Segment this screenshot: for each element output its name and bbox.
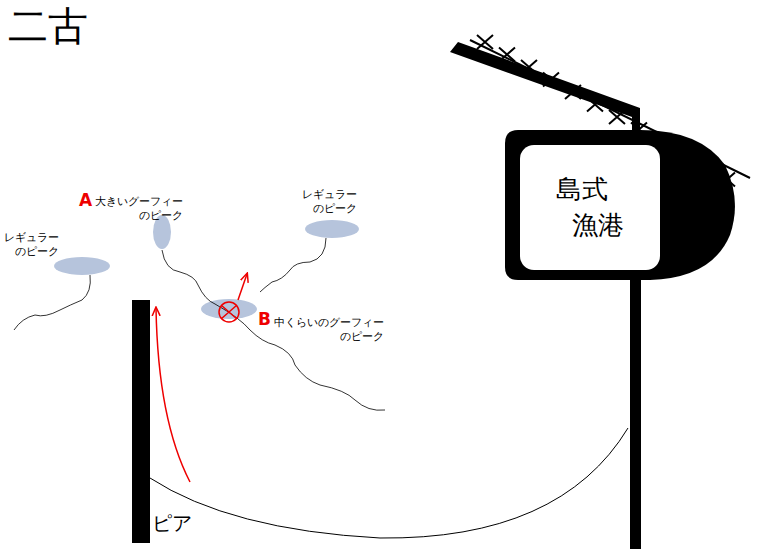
harbor-wall bbox=[505, 130, 735, 280]
peak-label: 大きいグーフィー のピーク bbox=[95, 195, 183, 223]
no-entry-mark bbox=[219, 302, 239, 322]
wave-line bbox=[162, 250, 385, 410]
pier-label: ピア bbox=[152, 511, 192, 536]
wave-line bbox=[14, 275, 90, 330]
breakwater bbox=[450, 42, 640, 132]
map-title: 二古 bbox=[8, 4, 88, 48]
peak-label: 中くらいのグーフィー のピーク bbox=[274, 316, 384, 344]
harbor-name: 島式 漁港 bbox=[556, 172, 624, 242]
peak-label: レギュラー のピーク bbox=[4, 231, 59, 259]
paddle-arrow bbox=[238, 274, 247, 300]
pier bbox=[132, 300, 150, 543]
peak-label: レギュラー のピーク bbox=[302, 188, 357, 216]
harbor-box: 島式 漁港 bbox=[520, 145, 660, 270]
callout-letter: A bbox=[79, 190, 92, 211]
shoreline bbox=[150, 428, 628, 538]
harbor-jetty bbox=[630, 270, 641, 549]
callout-letter: B bbox=[258, 309, 271, 330]
wave-line bbox=[260, 238, 326, 292]
peak-area bbox=[54, 257, 110, 275]
peak-area bbox=[305, 220, 359, 238]
paddle-arrow bbox=[156, 308, 190, 482]
no-entry-mark bbox=[221, 305, 237, 319]
